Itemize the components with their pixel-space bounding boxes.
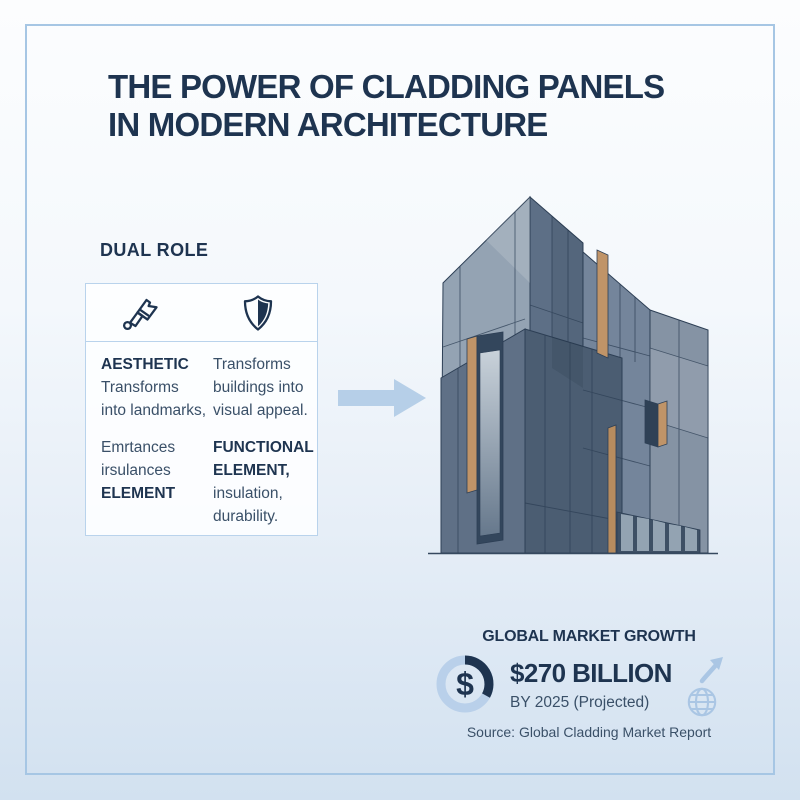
text-line: buildings into <box>213 379 304 396</box>
text-line: Transforms <box>213 356 291 373</box>
dollar-symbol: $ <box>456 666 474 702</box>
text-line: Emrtances <box>101 439 176 456</box>
market-value: $270 BILLION <box>510 658 672 688</box>
text-line: durability. <box>213 508 279 525</box>
trend-up-arrow-icon <box>699 657 723 684</box>
text-line: insulation, <box>213 485 283 502</box>
element-label: ELEMENT, <box>213 462 290 479</box>
aesthetic-label: AESTHETIC <box>101 356 189 373</box>
text-line: into landmarks, <box>101 402 207 419</box>
page-title: THE POWER OF CLADDING PANELS IN MODERN A… <box>108 68 665 144</box>
dual-role-icons-row <box>86 284 317 342</box>
functional-column: Transforms buildings into visual appeal.… <box>213 353 314 528</box>
market-growth-heading: GLOBAL MARKET GROWTH <box>482 628 696 645</box>
shield-icon <box>243 295 273 331</box>
dollar-donut-icon: $ <box>436 655 494 713</box>
element-label: ELEMENT <box>101 485 176 502</box>
title-line-2: IN MODERN ARCHITECTURE <box>108 106 548 143</box>
market-projection: BY 2025 (Projected) <box>510 694 650 711</box>
text-line: visual appeal. <box>213 402 308 419</box>
aesthetic-column: AESTHETIC Transforms into landmarks, Emr… <box>101 353 213 528</box>
market-growth-row: $ $270 BILLION BY 2025 (Projected) <box>430 654 748 720</box>
paintbrush-icon <box>122 298 158 331</box>
market-side-icons <box>684 654 728 720</box>
text-line: Transforms <box>101 379 179 396</box>
market-source: Source: Global Cladding Market Report <box>466 724 712 740</box>
market-value-block: $270 BILLION BY 2025 (Projected) <box>510 654 672 712</box>
dual-role-panel: AESTHETIC Transforms into landmarks, Emr… <box>85 283 318 536</box>
building-illustration <box>428 195 718 555</box>
dual-role-text: AESTHETIC Transforms into landmarks, Emr… <box>86 342 317 528</box>
dual-role-heading: DUAL ROLE <box>100 240 209 260</box>
text-line: irsulances <box>101 462 171 479</box>
functional-label: FUNCTIONAL <box>213 439 314 456</box>
globe-icon <box>687 687 717 717</box>
market-growth-section: GLOBAL MARKET GROWTH $ $270 BILLION BY 2… <box>430 628 748 740</box>
right-arrow-icon <box>338 379 426 417</box>
title-line-1: THE POWER OF CLADDING PANELS <box>108 68 665 105</box>
